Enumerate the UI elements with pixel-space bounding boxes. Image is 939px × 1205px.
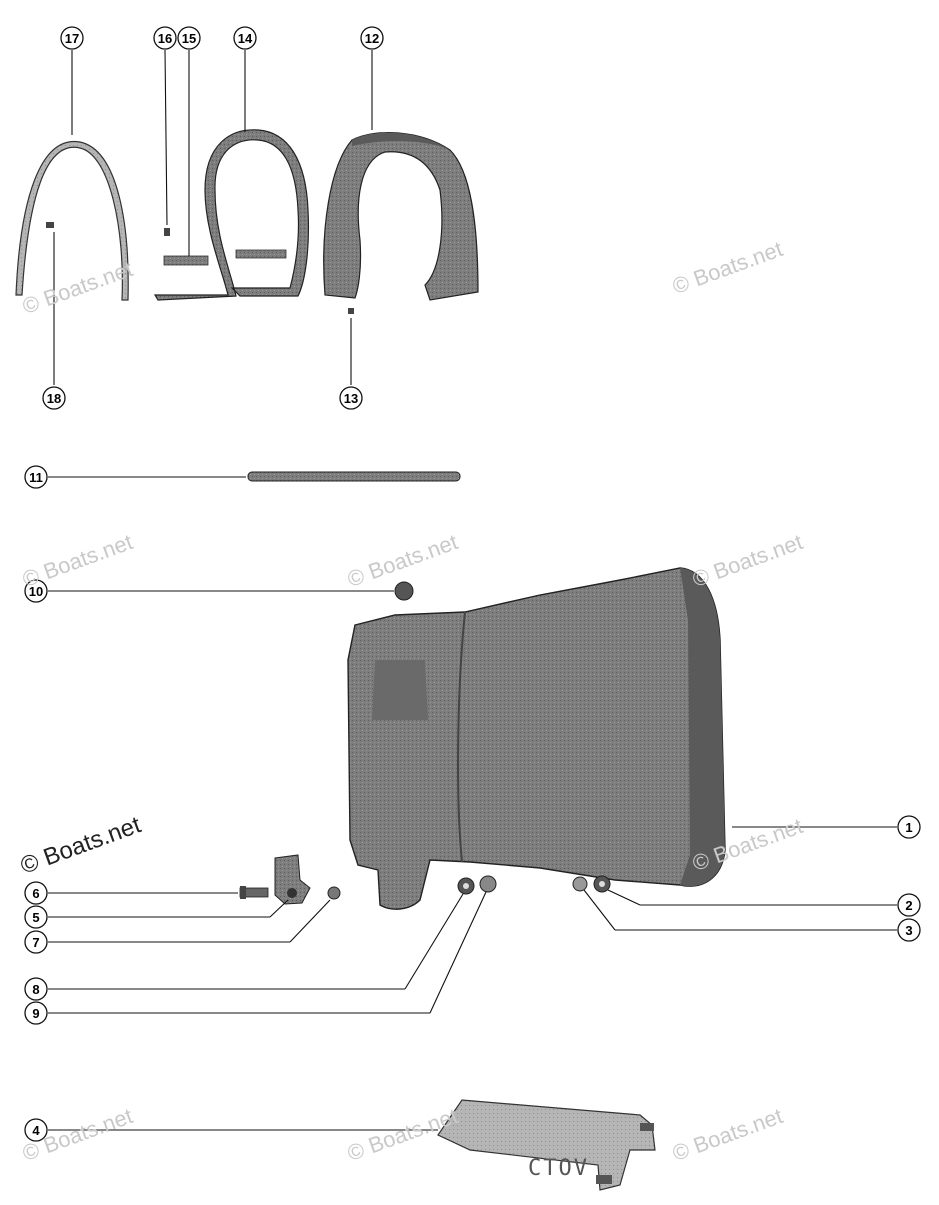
part-6-bolt [239, 886, 269, 899]
svg-text:2: 2 [905, 898, 912, 913]
callout-18: 18 [42, 386, 66, 410]
callout-11: 11 [24, 465, 48, 489]
part-15-strip [163, 255, 209, 266]
svg-text:12: 12 [365, 31, 379, 46]
svg-text:11: 11 [29, 470, 43, 485]
part-14-seal [153, 129, 309, 301]
svg-text:10: 10 [29, 584, 43, 599]
part-5-bracket [274, 854, 311, 905]
callout-4: 4 [24, 1118, 48, 1142]
part-10-nut [394, 581, 414, 601]
callout-17: 17 [60, 26, 84, 50]
leader-lines [48, 49, 897, 1131]
callout-8: 8 [24, 977, 48, 1001]
svg-text:5: 5 [32, 910, 39, 925]
svg-text:4: 4 [32, 1123, 40, 1138]
callout-1: 1 [897, 815, 921, 839]
part-8-washer [457, 877, 475, 895]
part-11-rod [247, 471, 461, 482]
svg-text:7: 7 [32, 935, 39, 950]
callout-3: 3 [897, 918, 921, 942]
callout-6: 6 [24, 881, 48, 905]
part-2-washer [593, 875, 611, 893]
callout-13: 13 [339, 386, 363, 410]
svg-text:6: 6 [32, 886, 39, 901]
callout-9: 9 [24, 1001, 48, 1025]
callout-5: 5 [24, 905, 48, 929]
svg-text:16: 16 [158, 31, 172, 46]
stamp-text: CTOV [528, 1156, 589, 1181]
part-1-housing [347, 567, 726, 910]
svg-text:13: 13 [344, 391, 358, 406]
callout-10: 10 [24, 579, 48, 603]
callout-2: 2 [897, 893, 921, 917]
part-9-nut [479, 875, 497, 893]
callout-15: 15 [177, 26, 201, 50]
part-16-screw [164, 228, 170, 236]
callout-16: 16 [153, 26, 177, 50]
svg-text:14: 14 [238, 31, 253, 46]
part-12-hood [323, 132, 479, 301]
part-17-trim-strip [15, 140, 129, 301]
callout-12: 12 [360, 26, 384, 50]
part-18-screw [46, 222, 54, 228]
svg-text:15: 15 [182, 31, 196, 46]
callout-7: 7 [24, 930, 48, 954]
svg-text:3: 3 [905, 923, 912, 938]
part-13-screw [348, 308, 354, 314]
callout-14: 14 [233, 26, 257, 50]
svg-text:17: 17 [65, 31, 79, 46]
svg-text:9: 9 [32, 1006, 39, 1021]
svg-text:8: 8 [32, 982, 39, 997]
svg-text:18: 18 [47, 391, 61, 406]
part-3-nut [572, 876, 588, 892]
svg-text:1: 1 [905, 820, 912, 835]
part-7-nut [327, 886, 341, 900]
part-4-plate [437, 1099, 656, 1191]
